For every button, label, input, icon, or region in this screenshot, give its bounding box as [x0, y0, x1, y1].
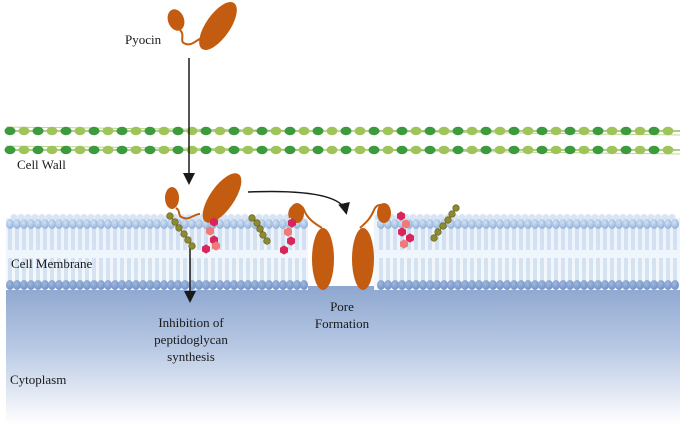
pyocin-bound-left — [165, 173, 242, 223]
pore-proteins — [288, 203, 391, 290]
label-pore-2: Formation — [315, 316, 370, 331]
pyocin-free — [167, 2, 237, 50]
lipid-ii-chains — [166, 204, 460, 250]
label-inhibition-1: Inhibition of — [158, 315, 224, 330]
label-cytoplasm: Cytoplasm — [10, 372, 66, 387]
hexagon-clusters — [202, 211, 414, 255]
label-pyocin: Pyocin — [125, 32, 162, 47]
pore-arrow — [247, 190, 350, 215]
cell-membrane — [6, 214, 680, 290]
cytoplasm-region — [6, 286, 680, 425]
cell-wall — [4, 126, 681, 155]
label-pore-1: Pore — [330, 299, 354, 314]
label-cell-wall: Cell Wall — [17, 157, 66, 172]
label-inhibition-2: peptidoglycan — [154, 332, 228, 347]
label-cell-membrane: Cell Membrane — [11, 256, 92, 271]
label-inhibition-3: synthesis — [167, 349, 215, 364]
